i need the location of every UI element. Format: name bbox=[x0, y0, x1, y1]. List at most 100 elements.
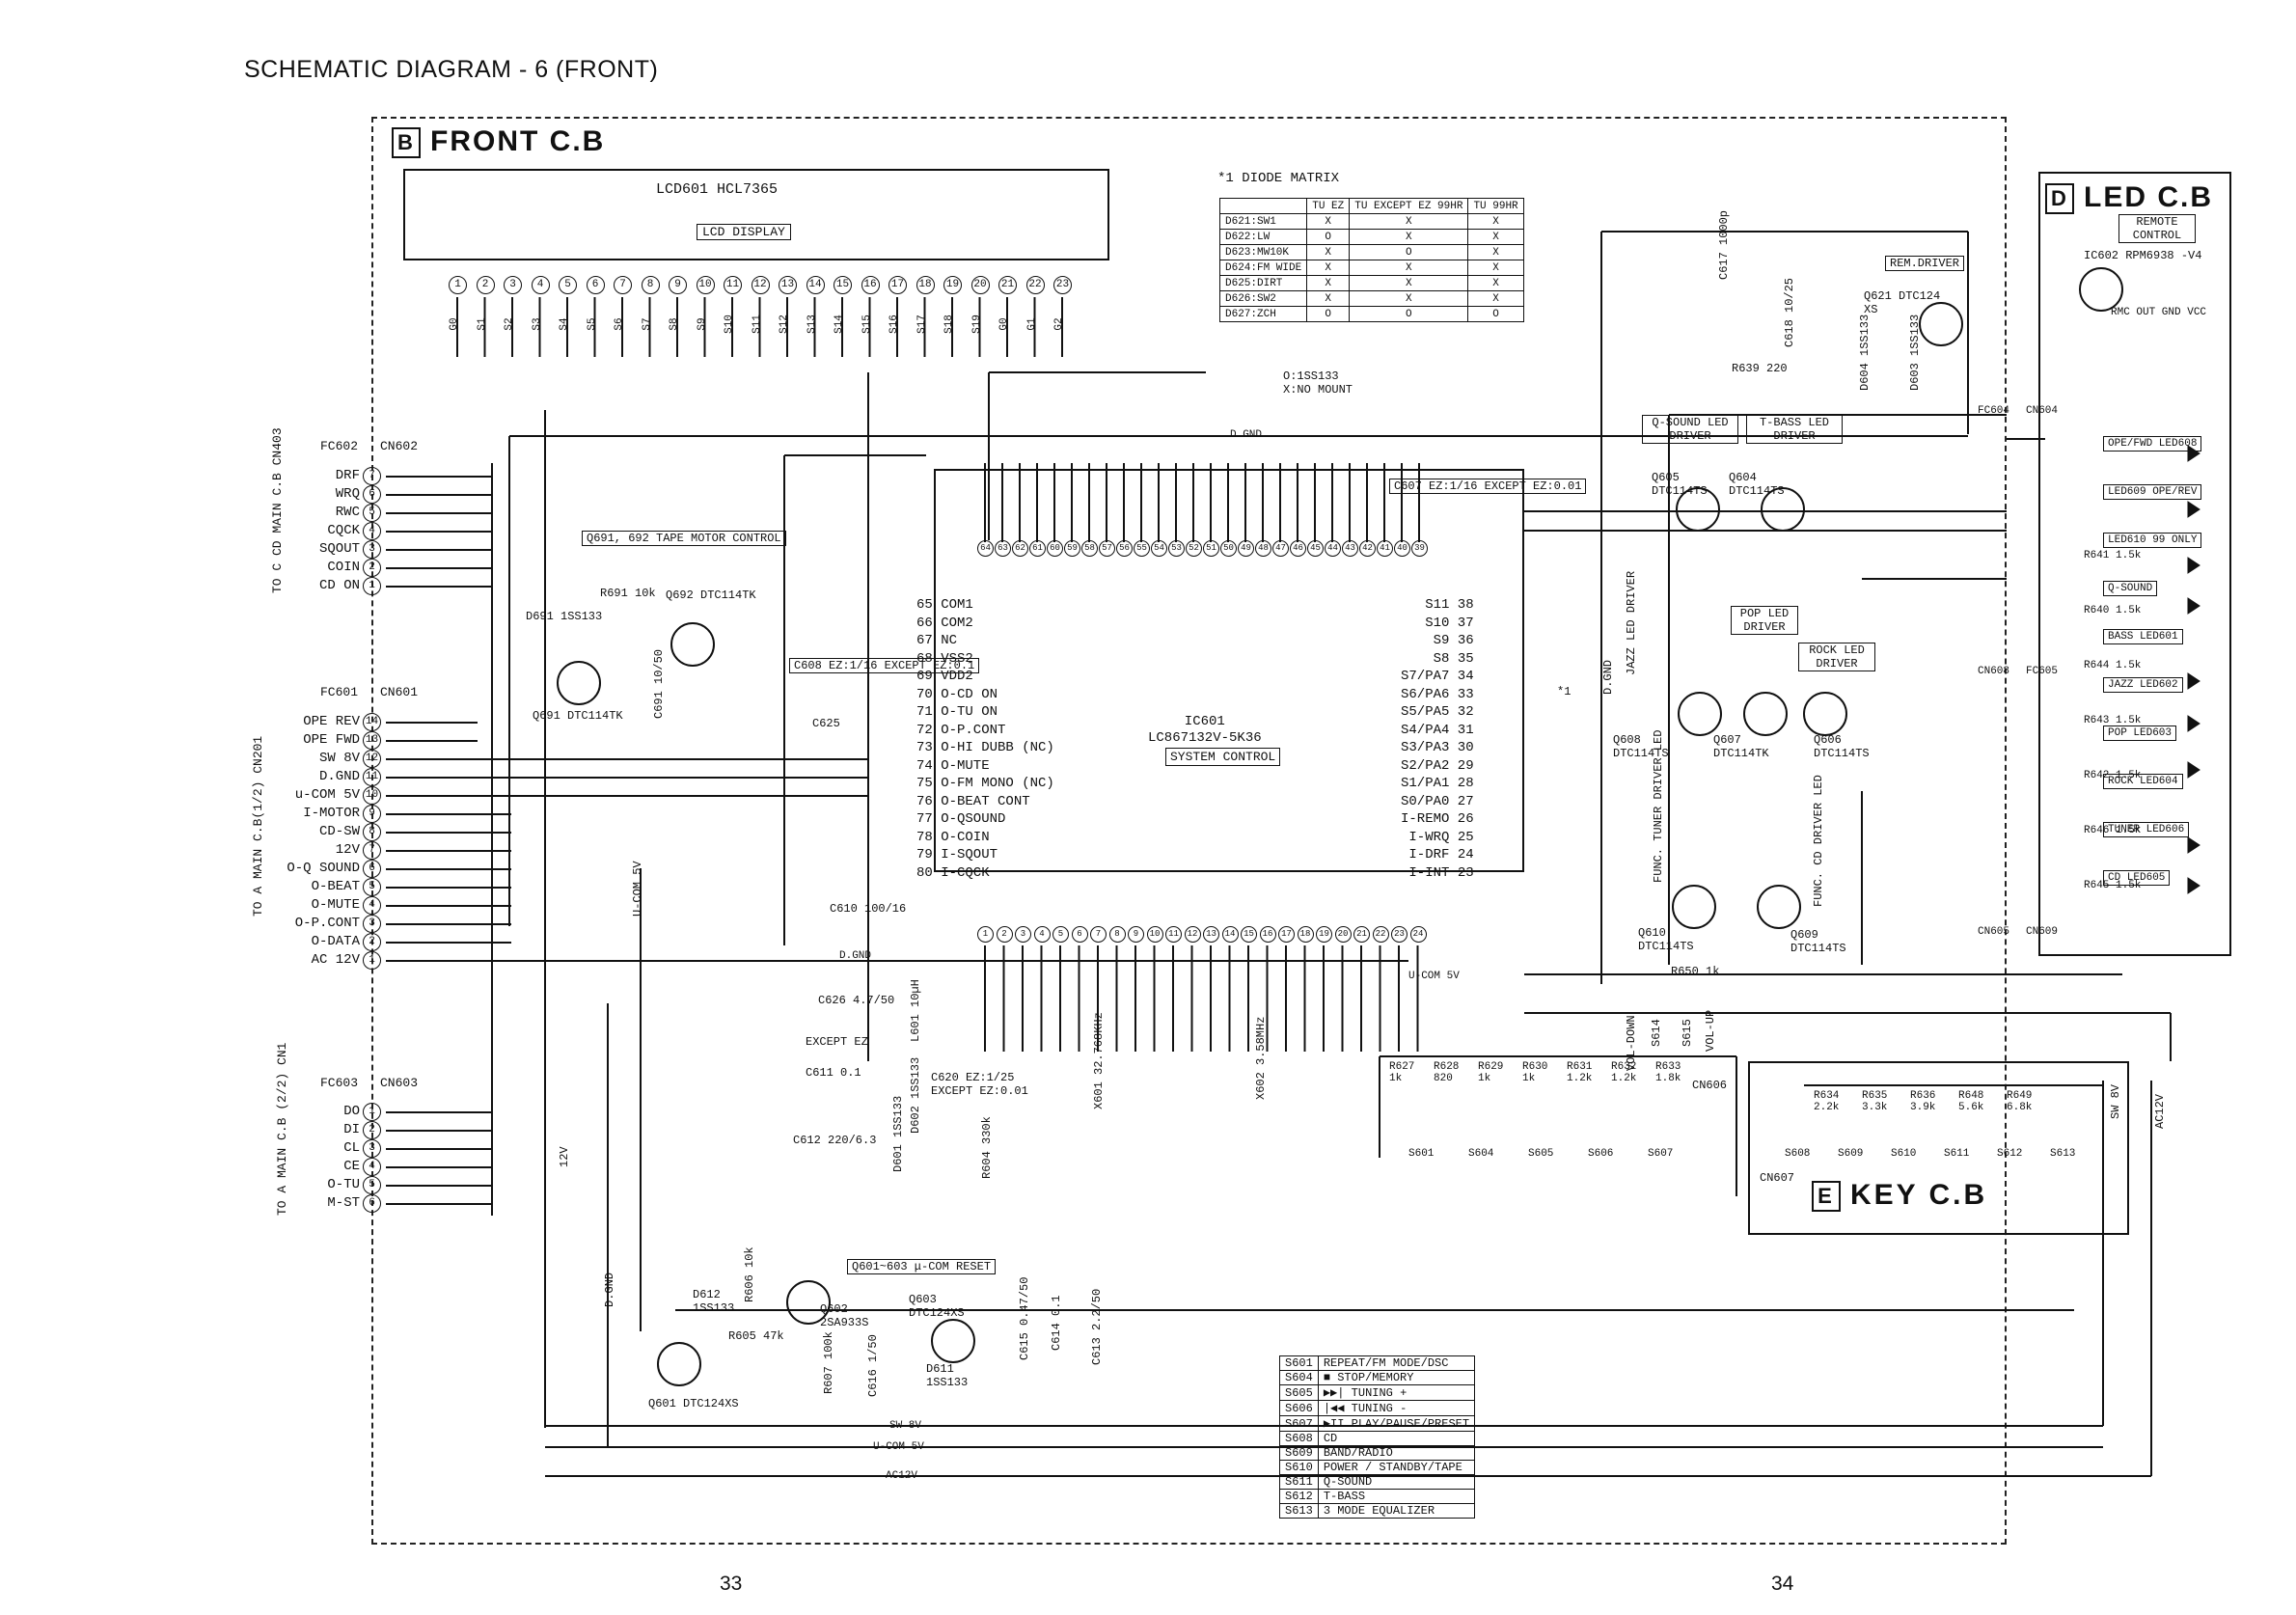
key-board-name: KEY C.B bbox=[1850, 1179, 1988, 1211]
ic601-left-pin: 77 O-QSOUND bbox=[916, 811, 1006, 827]
switch-table-row: S604■ STOP/MEMORY bbox=[1279, 1370, 1476, 1385]
cn601-destination: TO A MAIN C.B(1/2) CN201 bbox=[251, 735, 265, 917]
switch-table-cell: S612 bbox=[1279, 1489, 1319, 1504]
ic601-bottom-pin: 5 bbox=[1052, 926, 1069, 943]
key-resistor-label: R630 1k bbox=[1522, 1061, 1548, 1084]
connector-pin-number: 11 bbox=[363, 768, 381, 786]
diode-matrix-note-2: X:NO MOUNT bbox=[1283, 383, 1353, 397]
ic601-top-pin: 58 bbox=[1081, 540, 1098, 557]
lcd-pin: 8 bbox=[641, 276, 660, 294]
ic601-bottom-pin: 2 bbox=[996, 926, 1013, 943]
switch-table-row: S605▶▶| TUNING + bbox=[1279, 1384, 1476, 1401]
matrix-cell: X bbox=[1349, 260, 1469, 276]
ic601-left-pin: 71 O-TU ON bbox=[916, 704, 998, 720]
key-resistor-label: R631 1.2k bbox=[1567, 1061, 1593, 1084]
c620-label: C620 EZ:1/25 EXCEPT EZ:0.01 bbox=[931, 1071, 1028, 1098]
connector-pin-number: 6 bbox=[363, 860, 381, 878]
s614-label: S614 bbox=[1650, 1019, 1663, 1047]
ic601-bottom-pin: 11 bbox=[1165, 926, 1182, 943]
q609-label: Q609 DTC114TS bbox=[1790, 928, 1846, 955]
ic601-bottom-pin: 10 bbox=[1146, 926, 1163, 943]
lcd-pin: 21 bbox=[998, 276, 1017, 294]
lcd-pin: 14 bbox=[806, 276, 825, 294]
led-label: CD LED605 bbox=[2103, 870, 2171, 886]
lcd-pin: 5 bbox=[559, 276, 577, 294]
key-switch-label: S601 bbox=[1408, 1148, 1435, 1160]
led-connector-label: FC604 bbox=[1978, 405, 2010, 417]
ic601-bottom-pin: 21 bbox=[1353, 926, 1370, 943]
key-switch-label: S606 bbox=[1588, 1148, 1614, 1160]
q608-label: Q608 DTC114TS bbox=[1613, 733, 1669, 760]
matrix-cell: X bbox=[1467, 213, 1524, 230]
matrix-cell: D625:DIRT bbox=[1218, 275, 1308, 291]
led-resistor-label: R642 1.5k bbox=[2084, 770, 2142, 781]
connector-pin-number: 4 bbox=[363, 1158, 381, 1176]
ic601-top-pin: 55 bbox=[1134, 540, 1150, 557]
connector-pin-name: O-DATA bbox=[311, 934, 360, 949]
dgnd-bus-label: D.GND bbox=[1230, 429, 1263, 441]
q605-label: Q605 DTC114TS bbox=[1652, 471, 1708, 498]
lcd-name-label: LCD DISPLAY bbox=[697, 224, 791, 240]
led-label: LED609 OPE/REV bbox=[2103, 484, 2202, 500]
connector-pin-number: 8 bbox=[363, 823, 381, 841]
matrix-cell: X bbox=[1306, 275, 1351, 291]
lcd-pin: 6 bbox=[586, 276, 605, 294]
c616-label: C616 1/50 bbox=[866, 1334, 880, 1397]
connector-pin-name: DO bbox=[343, 1104, 360, 1119]
ic601-left-pin: 79 I-SQOUT bbox=[916, 847, 998, 862]
diode-matrix-note: O:1SS133 X:NO MOUNT bbox=[1283, 370, 1353, 397]
lcd-pin: 9 bbox=[669, 276, 687, 294]
rock-driver-label: ROCK LED DRIVER bbox=[1798, 643, 1875, 671]
key-switch-label: S607 bbox=[1648, 1148, 1674, 1160]
connector-pin-number: 7 bbox=[363, 467, 381, 485]
connector-pin-number: 6 bbox=[363, 485, 381, 504]
connector-pin-number: 1 bbox=[363, 1103, 381, 1121]
r650-label: R650 1k bbox=[1671, 965, 1720, 978]
r607-label: R607 100k bbox=[822, 1331, 835, 1394]
matrix-cell: D622:LW bbox=[1218, 229, 1308, 245]
lcd-pin: 19 bbox=[943, 276, 962, 294]
diode-matrix-title: *1 DIODE MATRIX bbox=[1217, 171, 1340, 186]
q692-label: Q692 DTC114TK bbox=[666, 589, 756, 602]
c617-label: C617 1000p bbox=[1717, 209, 1731, 280]
vol-up-label: VOL-UP bbox=[1704, 1009, 1717, 1052]
front-board-name: FRONT C.B bbox=[430, 125, 606, 157]
q691-label: Q691 DTC114TK bbox=[533, 709, 623, 723]
led-label: BASS LED601 bbox=[2103, 629, 2183, 644]
ic601-top-pin: 41 bbox=[1377, 540, 1393, 557]
ic601-right-pin: S7/PA7 34 bbox=[1401, 669, 1474, 684]
key-switch-label: S609 bbox=[1838, 1148, 1864, 1160]
lcd-pin: 10 bbox=[696, 276, 715, 294]
matrix-cell: X bbox=[1467, 275, 1524, 291]
key-switch-label: S608 bbox=[1785, 1148, 1811, 1160]
connector-pin-name: D.GND bbox=[318, 769, 360, 784]
ic601-left-pin: 70 O-CD ON bbox=[916, 686, 998, 702]
switch-table-cell: S606 bbox=[1279, 1400, 1319, 1416]
d601-label: D601 1SS133 bbox=[891, 1095, 905, 1172]
c618-label: C618 10/25 bbox=[1783, 277, 1796, 347]
ucom-reset-label: Q601~603 μ-COM RESET bbox=[847, 1259, 997, 1274]
led-resistor-label: R643 1.5k bbox=[2084, 715, 2142, 726]
ic601-bottom-pin: 7 bbox=[1090, 926, 1107, 943]
switch-table-cell: T-BASS bbox=[1317, 1489, 1476, 1504]
matrix-cell: D624:FM WIDE bbox=[1218, 260, 1308, 276]
lcd-pin: 22 bbox=[1025, 276, 1045, 294]
switch-table-cell: S604 bbox=[1279, 1370, 1319, 1385]
switch-table-cell: ■ STOP/MEMORY bbox=[1317, 1370, 1476, 1385]
lcd-pin: 23 bbox=[1053, 276, 1072, 294]
connector-pin-name: O-BEAT bbox=[311, 879, 360, 894]
